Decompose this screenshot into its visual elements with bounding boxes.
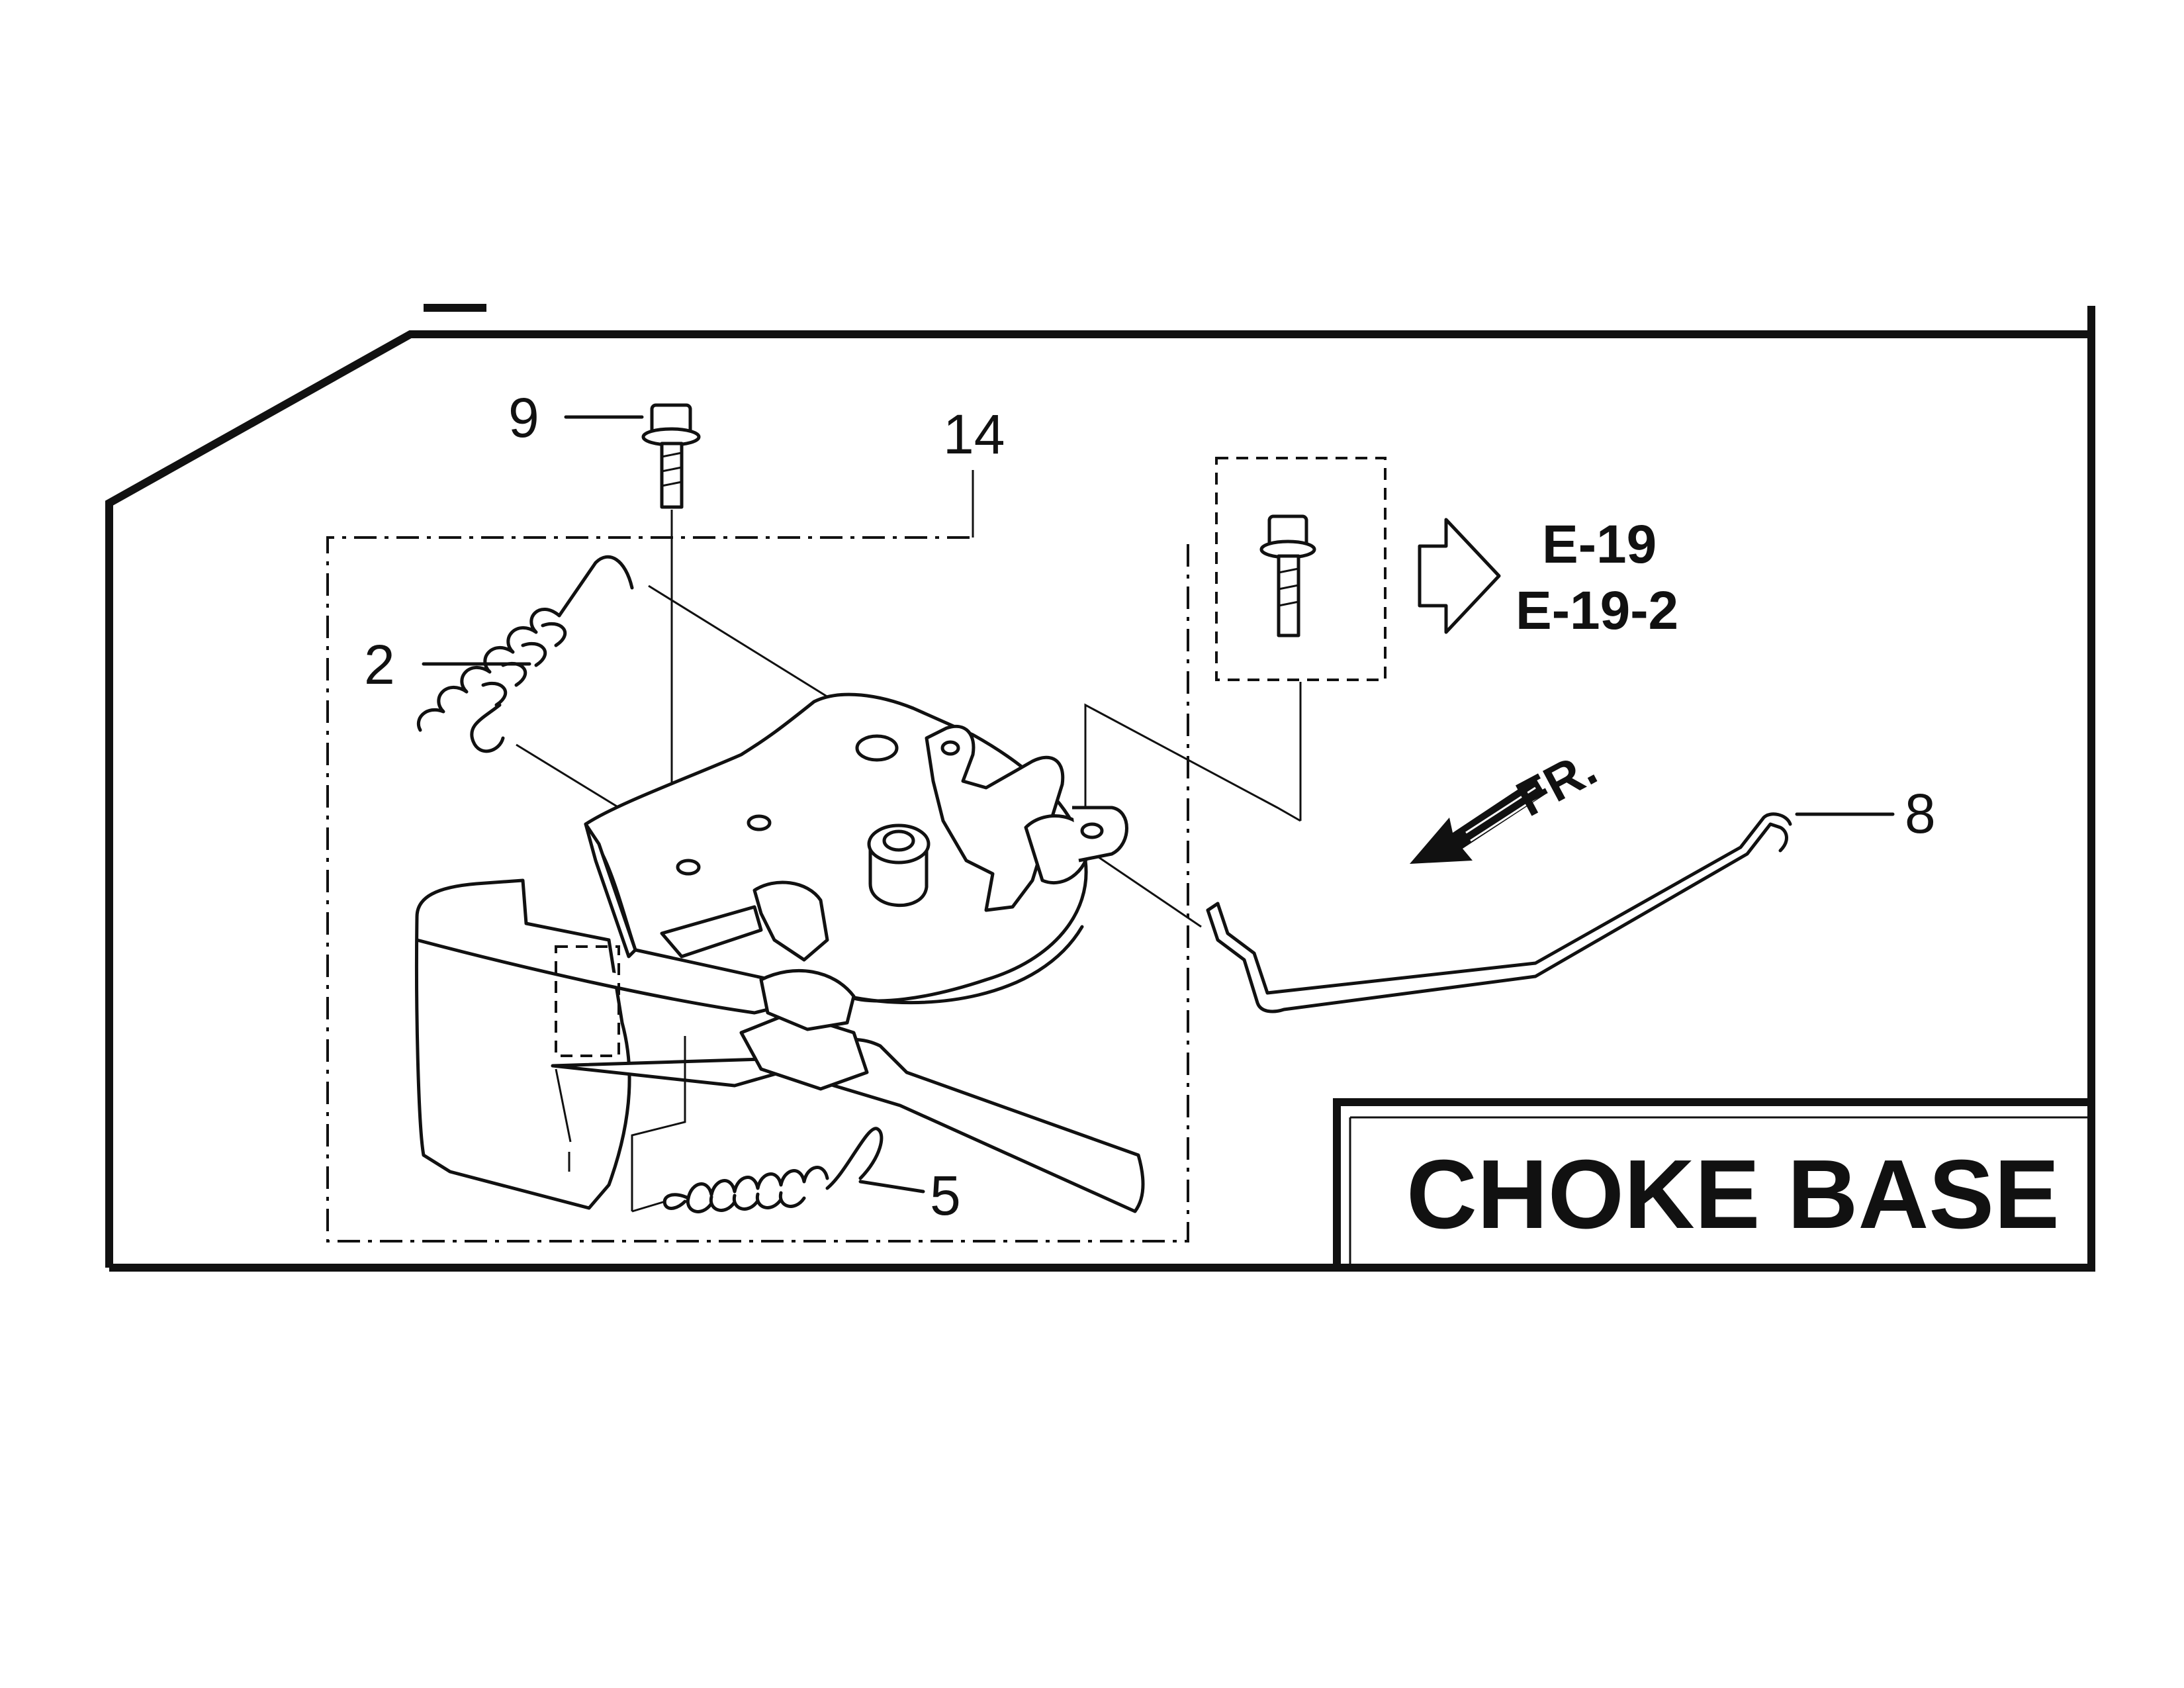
reference-e19-2: E-19-2: [1516, 581, 1678, 641]
bolt-9: [564, 403, 701, 818]
reference-bolt-box: [1084, 457, 1387, 822]
choke-lever: [414, 878, 1145, 1213]
front-direction-arrow-icon: [1410, 778, 1545, 864]
spring-5: [631, 1036, 925, 1213]
reference-e19: E-19: [1542, 514, 1657, 575]
diagram-frame: [105, 304, 2095, 1272]
reference-arrow-icon: [1418, 518, 1501, 634]
choke-base-plate: [584, 692, 1128, 1005]
diagram-title: CHOKE BASE: [1406, 1140, 2060, 1249]
callout-14: 14: [943, 403, 1005, 465]
choke-rod-8: [1098, 812, 1895, 1013]
assembly-14-boundary: [326, 470, 1189, 1243]
callout-5: 5: [930, 1164, 961, 1227]
callout-2: 2: [364, 633, 395, 696]
callout-9: 9: [508, 387, 539, 449]
front-direction-label: FR.: [1508, 739, 1606, 827]
callout-8: 8: [1905, 782, 1936, 845]
title-box: CHOKE BASE: [1333, 1098, 2091, 1268]
